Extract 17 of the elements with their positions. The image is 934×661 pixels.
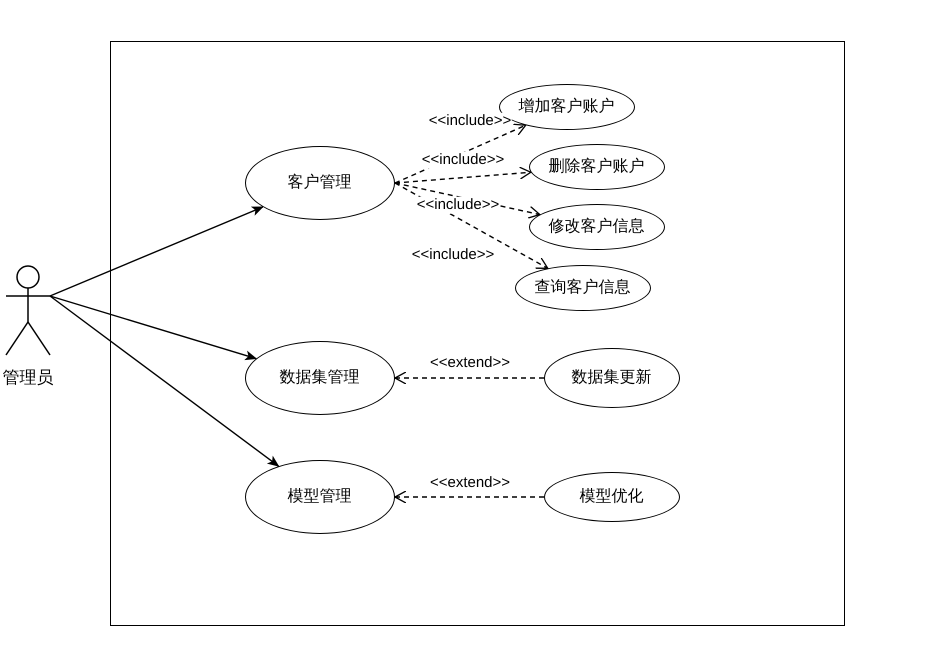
edge-label: <<include>> [416,196,500,214]
arrow [394,490,544,504]
use-case-ellipse: 删除客户账户 [528,144,664,190]
use-case-ellipse: 修改客户信息 [528,204,664,250]
arrow [50,206,264,297]
arrow [394,166,532,184]
use-case-ellipse: 模型管理 [244,460,394,534]
use-case-ellipse: 查询客户信息 [514,264,650,310]
use-case-ellipse: 客户管理 [244,146,394,220]
arrow [50,295,280,467]
use-case-ellipse: 模型优化 [544,472,680,522]
edge-label: <<include>> [422,152,504,168]
use-case-ellipse: 数据集更新 [544,348,680,408]
arrow [50,295,258,360]
arrow [394,371,544,385]
use-case-ellipse: 数据集管理 [244,340,394,414]
actor-label: 管理员 [2,367,54,389]
